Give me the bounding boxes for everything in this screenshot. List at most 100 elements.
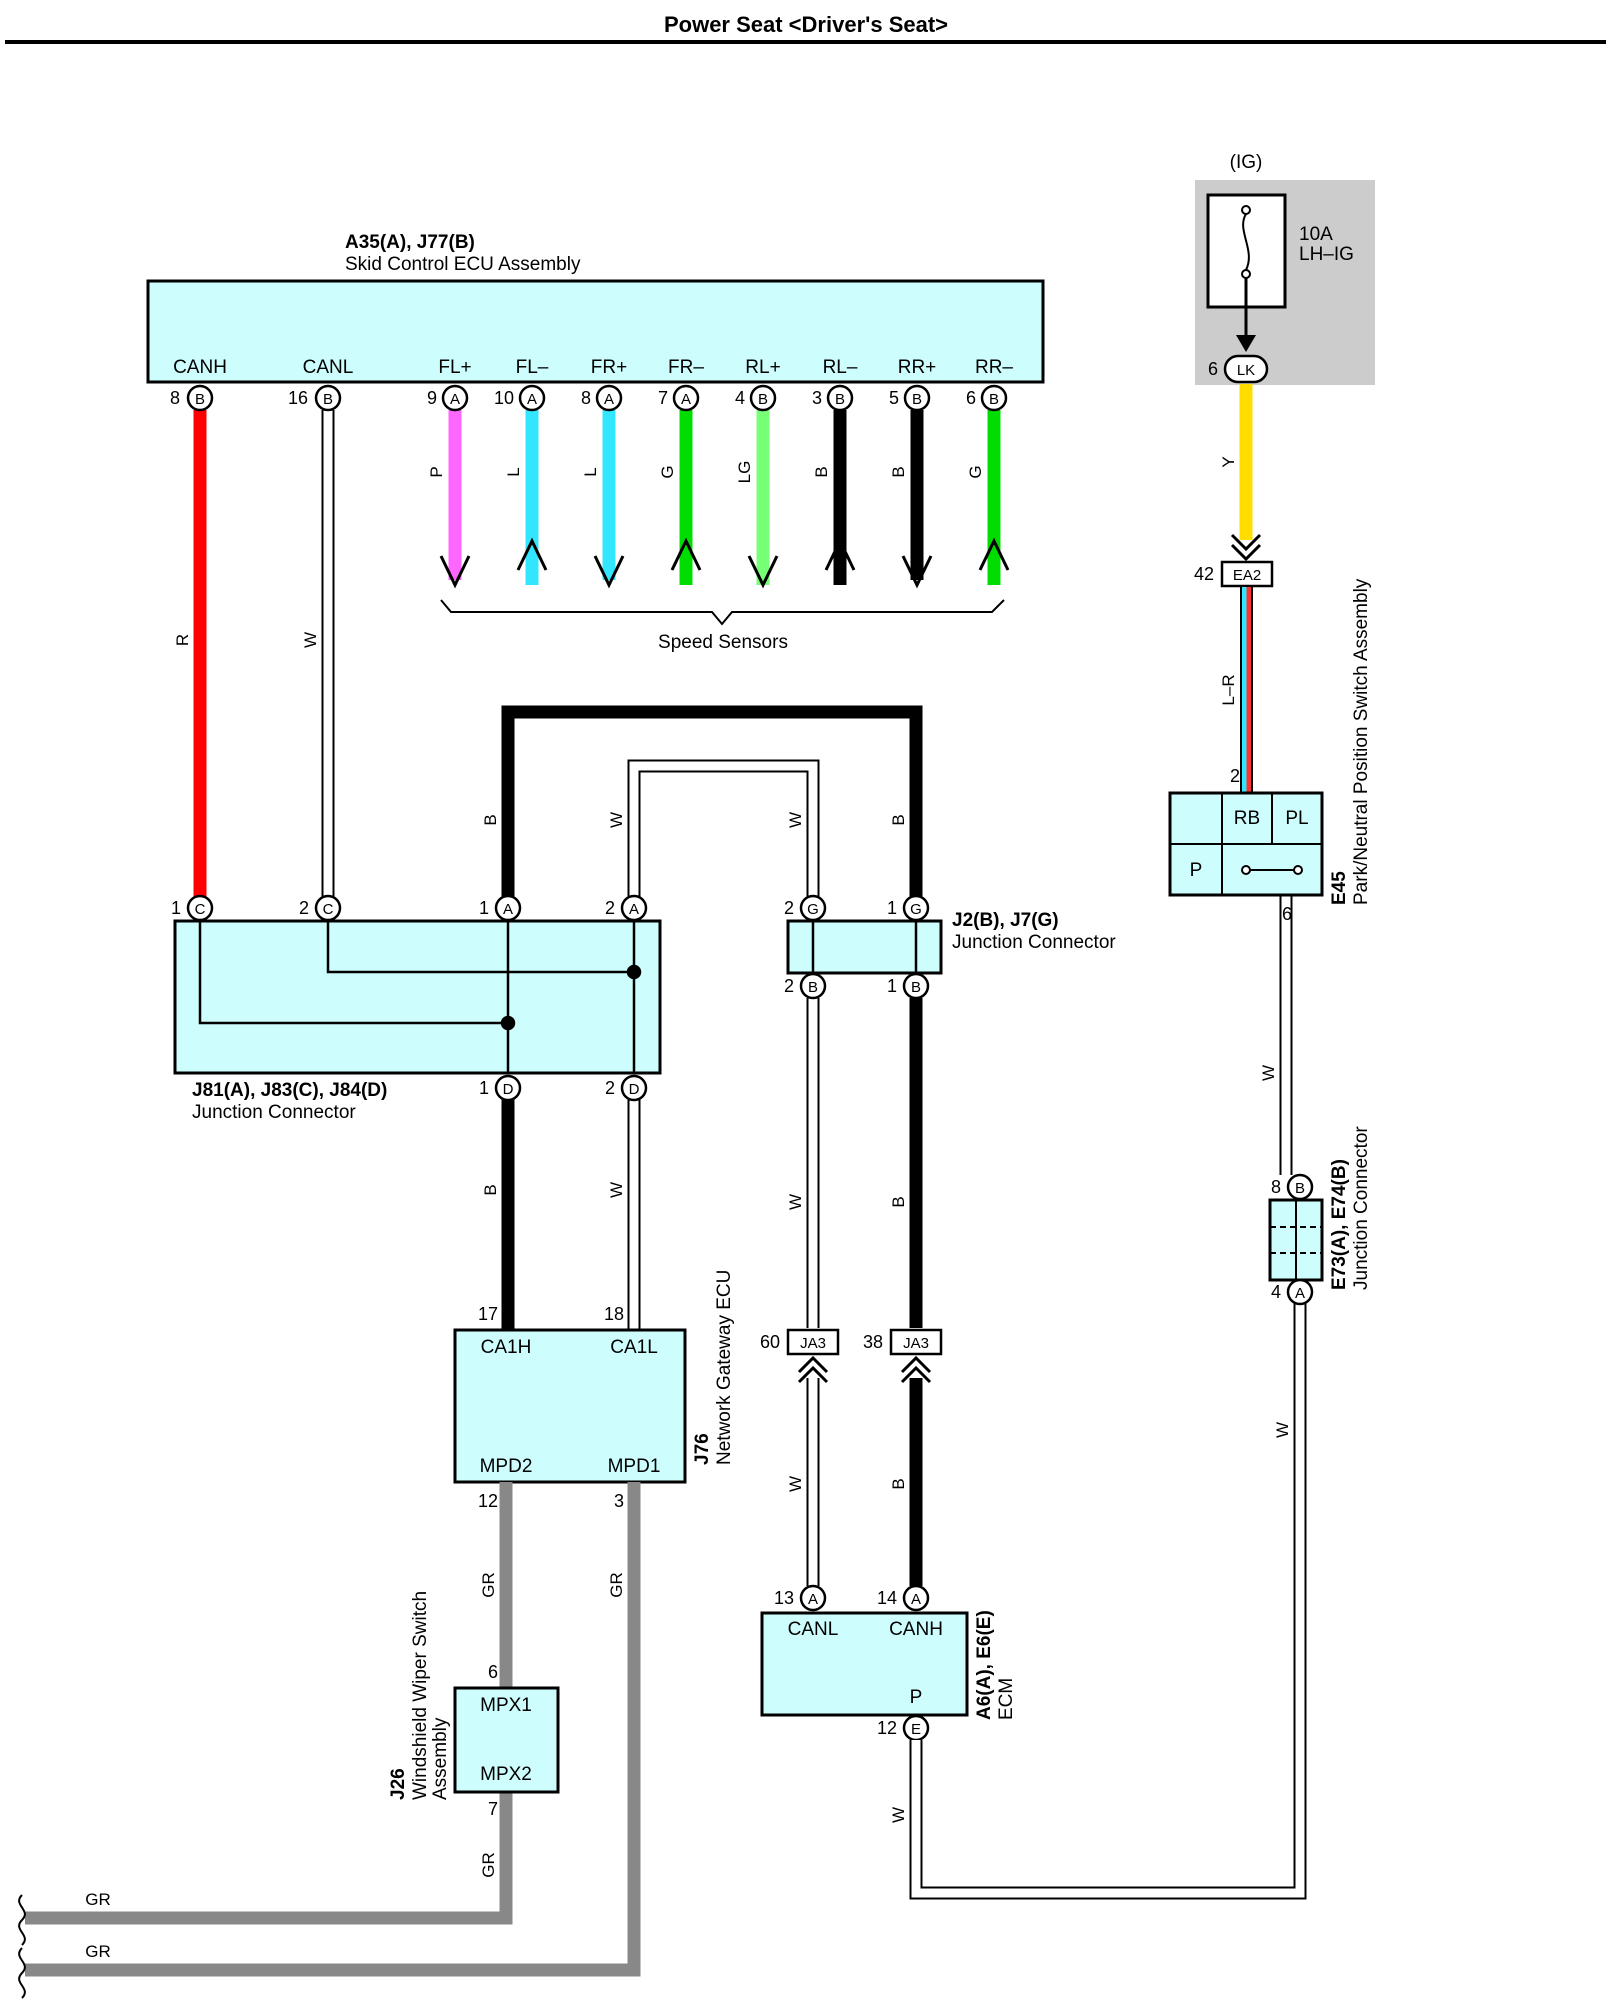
- j81-splice-2: [626, 964, 642, 980]
- ja3-left-label: JA3: [800, 1335, 826, 1352]
- e73-code: E73(A), E74(B): [1329, 1159, 1350, 1290]
- j81-terminal-c2-conn: C: [323, 901, 334, 918]
- ecm-code: A6(A), E6(E): [974, 1610, 995, 1720]
- j81-terminal-c1: [186, 894, 214, 922]
- gateway-ca1h: CA1H: [481, 1337, 532, 1358]
- arrow-down-fr-plus: [593, 555, 625, 589]
- skid-ecu-code: A35(A), J77(B): [345, 232, 475, 253]
- ja3-right-label: JA3: [903, 1335, 929, 1352]
- j81-line-c1: [198, 921, 508, 1025]
- wire-label-rr-minus: G: [966, 465, 985, 478]
- j81-internal-lines: [198, 921, 642, 1073]
- j2-terminal-b2-num: 2: [784, 976, 794, 996]
- pin-label-fl-minus: FL–: [516, 357, 549, 378]
- pnp-pin-6: 6: [1282, 904, 1292, 924]
- ecm-terminal-canh-conn: A: [911, 1591, 921, 1608]
- j2-internal-lines: [811, 921, 918, 973]
- ecm-terminal-canh-num: 14: [877, 1588, 897, 1608]
- pnp-p: P: [1190, 860, 1203, 881]
- j81-terminal-d2: [620, 1074, 648, 1102]
- pnp-name: Park/Neutral Position Switch Assembly: [1351, 578, 1372, 905]
- skid-ecu-pin-labels: CANH CANL FL+ FL– FR+ FR– RL+ RL– RR+ RR…: [173, 357, 1013, 378]
- lk-connector-pin: 6: [1208, 359, 1218, 379]
- terminal-rr-minus-conn: B: [989, 391, 999, 408]
- terminal-rr-plus: [903, 384, 931, 412]
- wire-bus-white-top-inner: [629, 761, 818, 908]
- wire-label-d1: B: [481, 1184, 500, 1195]
- fuse-rating: 10A: [1299, 224, 1333, 245]
- arrow-up-fl-minus: [516, 537, 548, 571]
- pnp-switch-icon: [1241, 865, 1303, 875]
- ja3-left-chevron-1: [797, 1355, 829, 1374]
- wire-label-bus-b2: B: [889, 814, 908, 825]
- gr-wires: [25, 1482, 641, 1977]
- ja3-right-chevron-2: [900, 1365, 932, 1384]
- wire-label-pnp-1: W: [1259, 1065, 1278, 1081]
- wire-l-r-blue: [1242, 587, 1247, 792]
- wiper-switch-box: [453, 1686, 560, 1794]
- terminal-fr-plus-conn: A: [604, 391, 614, 408]
- gateway-mpd1: MPD1: [608, 1456, 661, 1477]
- lk-connector: [1223, 354, 1269, 384]
- pin-label-rr-minus: RR–: [975, 357, 1013, 378]
- ecm-terminal-canl-conn: A: [808, 1591, 818, 1608]
- terminal-rr-minus-num: 6: [966, 388, 976, 408]
- pin-label-fr-plus: FR+: [591, 357, 627, 378]
- wiper-mpx2: MPX2: [480, 1764, 532, 1785]
- terminal-canl-num: 16: [288, 388, 308, 408]
- gateway-ecu-box: [453, 1328, 687, 1484]
- terminal-fr-minus-conn: A: [681, 391, 691, 408]
- wire-label-ja3-b: B: [889, 1478, 908, 1489]
- wiper-mpx1: MPX1: [480, 1695, 532, 1716]
- ecm-p: P: [910, 1687, 923, 1708]
- e73-terminal-b8: [1286, 1173, 1314, 1201]
- fuse-name: LH–IG: [1299, 244, 1354, 265]
- wire-label-fl-plus: P: [427, 466, 446, 477]
- ja3-connectors: JA3 60 JA3 38: [760, 1328, 943, 1384]
- j81-terminal-c2: [314, 894, 342, 922]
- j2-terminal-b1-conn: B: [911, 979, 921, 996]
- terminal-fr-plus-num: 8: [581, 388, 591, 408]
- gateway-pin-17: 17: [478, 1304, 498, 1324]
- terminal-canh: [186, 384, 214, 412]
- ecm-terminals: A 13 A 14 E 12: [774, 1584, 930, 1742]
- j2-terminal-b2-conn: B: [808, 979, 818, 996]
- j81-terminal-a2: [620, 894, 648, 922]
- speed-sensors-brace: [440, 599, 1005, 626]
- ecm-canh: CANH: [889, 1619, 943, 1640]
- terminal-rl-minus-conn: B: [835, 391, 845, 408]
- speed-sensors-label: Speed Sensors: [658, 632, 788, 653]
- e73-terminal-b8-conn: B: [1295, 1180, 1305, 1197]
- j81-terminal-a2-num: 2: [605, 898, 615, 918]
- e73-terminal-a4: [1286, 1278, 1314, 1306]
- skid-ecu-name: Skid Control ECU Assembly: [345, 254, 581, 275]
- gateway-name: Network Gateway ECU: [714, 1270, 735, 1465]
- wiper-pin-6: 6: [488, 1662, 498, 1682]
- gateway-ca1l: CA1L: [610, 1337, 658, 1358]
- terminal-rl-plus: [749, 384, 777, 412]
- ja3-right-chevron-1: [900, 1355, 932, 1374]
- pin-label-rl-minus: RL–: [823, 357, 858, 378]
- skid-ecu-wires: [193, 410, 1001, 908]
- terminal-fr-minus-num: 7: [658, 388, 668, 408]
- ecm-name: ECM: [996, 1678, 1017, 1720]
- wire-label-canl: W: [301, 632, 320, 648]
- wire-label-rl-minus: B: [812, 466, 831, 477]
- wire-label-bus-w2: W: [786, 812, 805, 828]
- j81-terminal-d2-conn: D: [629, 1081, 640, 1098]
- wire-label-j2b1: B: [889, 1196, 908, 1207]
- skid-ecu-box: [146, 279, 1045, 384]
- ecm-terminal-canh: [902, 1584, 930, 1612]
- j2-junction-box: [786, 919, 943, 975]
- ecm-terminal-p-num: 12: [877, 1718, 897, 1738]
- wire-label-rl-plus: LG: [735, 461, 754, 484]
- terminal-rl-plus-conn: B: [758, 391, 768, 408]
- skid-ecu-terminals: B 8 B 16 A 9 A 10 A 8 A 7 B 4 B 3 B 5 B …: [170, 384, 1008, 412]
- ecm-canl: CANL: [788, 1619, 839, 1640]
- ea2-chevron-1: [1230, 533, 1262, 552]
- terminal-rr-plus-conn: B: [912, 391, 922, 408]
- j81-splice-1: [500, 1015, 516, 1031]
- wire-bus-black-top: [501, 705, 923, 908]
- wire-label-j2b2: W: [786, 1194, 805, 1210]
